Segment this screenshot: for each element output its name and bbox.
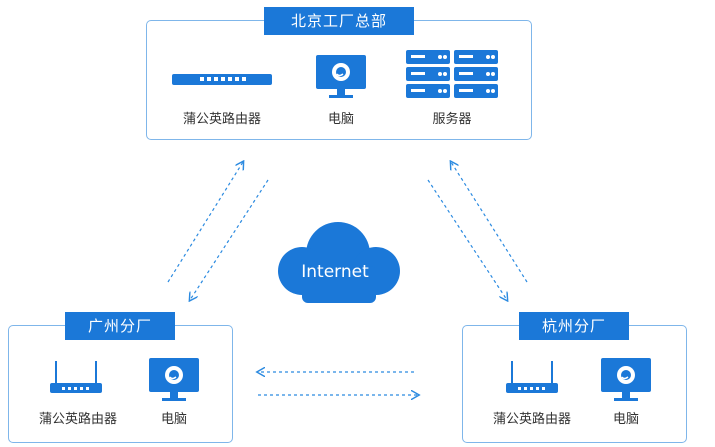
branch-gz-title: 广州分厂 [65,312,175,340]
computer-icon [148,357,200,407]
server-icon [406,50,498,102]
arrow-hz-to-hq [451,162,528,283]
arrow-gz-to-hq [167,162,243,283]
arrow-hq-to-hz [427,179,507,300]
hq-router-label: 蒲公英路由器 [182,112,261,127]
cloud-icon [272,216,406,310]
router-icon [50,361,102,401]
computer-icon [315,54,367,104]
cloud-label: Internet [301,262,369,282]
router-icon [506,361,558,401]
router-icon [172,72,272,91]
branch-hz-title: 杭州分厂 [519,312,629,340]
gz-computer-label: 电脑 [160,412,187,427]
hq-server-label: 服务器 [432,112,472,127]
hz-router-label: 蒲公英路由器 [492,412,571,427]
hq-title: 北京工厂总部 [264,7,414,35]
hz-computer-label: 电脑 [612,412,639,427]
gz-router-label: 蒲公英路由器 [38,412,117,427]
computer-icon [600,357,652,407]
hq-computer-label: 电脑 [327,112,354,127]
arrow-hq-to-gz [190,179,269,300]
